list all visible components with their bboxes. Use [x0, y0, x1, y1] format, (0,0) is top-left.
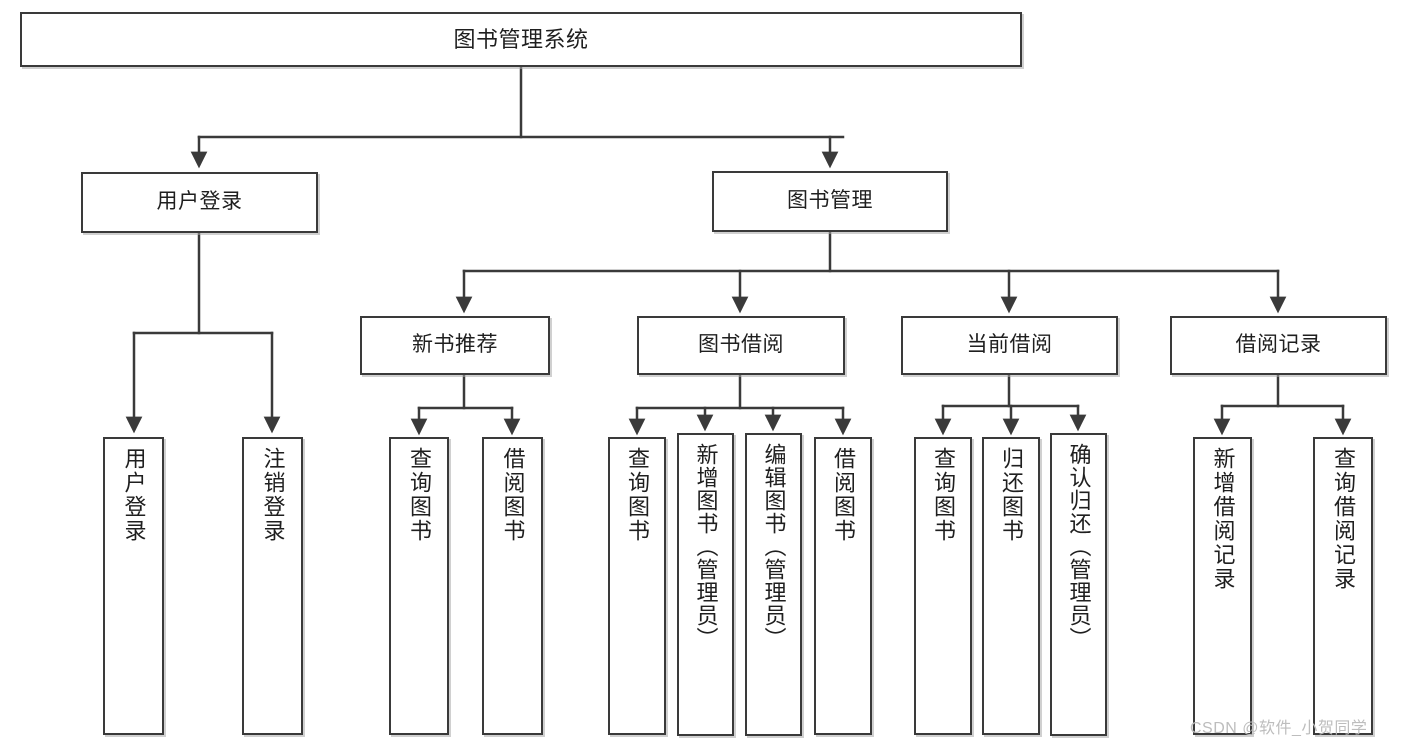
leaf-query-book-borrow[interactable]: 查询图书 — [608, 437, 666, 735]
leaf-confirm-return-admin-label: 确认归还（管理员） — [1066, 443, 1092, 650]
leaf-query-book-recommend[interactable]: 查询图书 — [389, 437, 449, 735]
leaf-edit-book-admin[interactable]: 编辑图书（管理员） — [745, 433, 802, 736]
node-book-management[interactable]: 图书管理 — [712, 171, 948, 232]
leaf-query-book-current[interactable]: 查询图书 — [914, 437, 972, 735]
leaf-return-book[interactable]: 归还图书 — [982, 437, 1040, 735]
leaf-logout[interactable]: 注销登录 — [242, 437, 303, 735]
leaf-query-book-current-label: 查询图书 — [931, 447, 956, 543]
node-root[interactable]: 图书管理系统 — [20, 12, 1022, 67]
leaf-borrow-book-recommend-label: 借阅图书 — [500, 447, 526, 543]
node-root-label: 图书管理系统 — [453, 26, 589, 52]
leaf-query-book-recommend-label: 查询图书 — [407, 447, 432, 543]
leaf-add-book-admin-label: 新增图书（管理员） — [693, 443, 719, 650]
leaf-user-login-label: 用户登录 — [121, 447, 147, 543]
leaf-borrow-book-label: 借阅图书 — [831, 447, 856, 543]
leaf-return-book-label: 归还图书 — [999, 447, 1024, 543]
leaf-query-borrow-record[interactable]: 查询借阅记录 — [1313, 437, 1373, 735]
node-current-borrow[interactable]: 当前借阅 — [901, 316, 1118, 375]
leaf-user-login[interactable]: 用户登录 — [103, 437, 164, 735]
csdn-watermark: CSDN @软件_小贺同学 — [1190, 720, 1368, 737]
leaf-add-borrow-record-label: 新增借阅记录 — [1210, 447, 1236, 591]
node-borrow-record-label: 借阅记录 — [1235, 333, 1322, 357]
node-user-login-label: 用户登录 — [156, 190, 243, 214]
leaf-borrow-book-recommend[interactable]: 借阅图书 — [482, 437, 543, 735]
leaf-add-book-admin[interactable]: 新增图书（管理员） — [677, 433, 734, 736]
node-book-management-label: 图书管理 — [787, 189, 873, 213]
leaf-query-book-borrow-label: 查询图书 — [625, 447, 650, 543]
leaf-query-borrow-record-label: 查询借阅记录 — [1331, 447, 1356, 591]
leaf-confirm-return-admin[interactable]: 确认归还（管理员） — [1050, 433, 1107, 736]
node-book-borrow-label: 图书借阅 — [698, 333, 784, 357]
node-user-login[interactable]: 用户登录 — [81, 172, 318, 233]
node-current-borrow-label: 当前借阅 — [966, 333, 1053, 357]
node-borrow-record[interactable]: 借阅记录 — [1170, 316, 1387, 375]
leaf-borrow-book[interactable]: 借阅图书 — [814, 437, 872, 735]
node-new-book-recommend-label: 新书推荐 — [412, 333, 498, 357]
node-new-book-recommend[interactable]: 新书推荐 — [360, 316, 550, 375]
leaf-logout-label: 注销登录 — [260, 447, 286, 543]
leaf-add-borrow-record[interactable]: 新增借阅记录 — [1193, 437, 1252, 735]
leaf-edit-book-admin-label: 编辑图书（管理员） — [761, 443, 787, 650]
node-book-borrow[interactable]: 图书借阅 — [637, 316, 845, 375]
